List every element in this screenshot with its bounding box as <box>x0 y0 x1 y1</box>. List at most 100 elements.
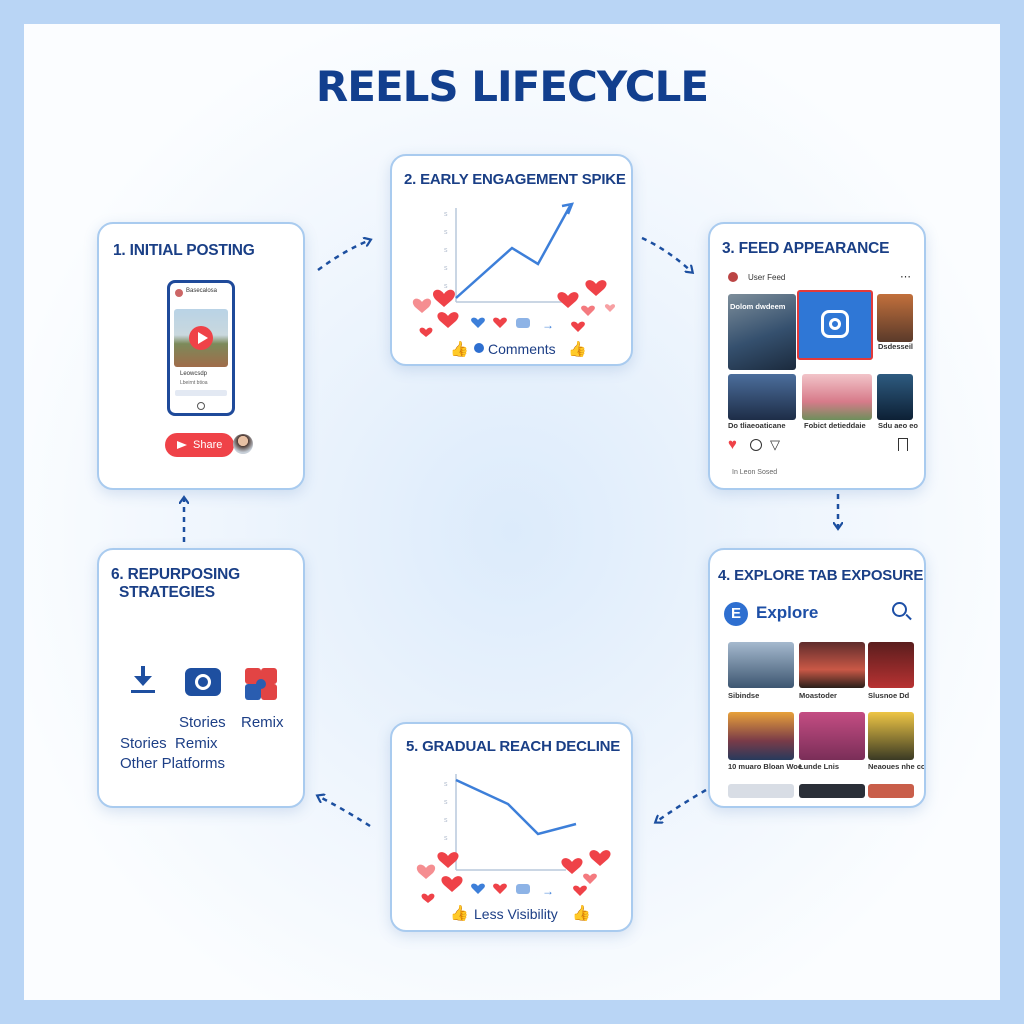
heart-icon <box>419 327 433 337</box>
explore-label: Explore <box>756 603 819 622</box>
heart-icon <box>471 883 485 894</box>
camera-icon[interactable] <box>185 668 221 696</box>
bookmark-icon[interactable] <box>898 438 908 451</box>
stage-title-line2: STRATEGIES <box>119 584 215 601</box>
heart-icon <box>471 317 485 328</box>
comment-icon <box>474 343 484 353</box>
feed-thumb[interactable] <box>877 294 913 342</box>
avatar <box>728 272 738 282</box>
explore-thumb[interactable] <box>799 784 865 798</box>
search-icon[interactable] <box>892 602 907 617</box>
svg-text:s: s <box>444 781 448 788</box>
feed-caption: Sdu aeo eo <box>878 421 919 430</box>
arrow-5-to-6 <box>318 796 371 828</box>
feed-caption: Dsdesseil <box>878 342 914 351</box>
svg-text:s: s <box>444 265 448 272</box>
feed-thumb[interactable] <box>802 374 872 420</box>
camera-icon <box>821 310 849 338</box>
explore-caption: 10 muaro Bloan Woe <box>728 762 803 771</box>
heart-icon <box>571 321 585 332</box>
more-icon[interactable]: ⋯ <box>900 271 911 283</box>
stage-title: 3. FEED APPEARANCE <box>722 240 890 257</box>
less-visibility-label: Less Visibility <box>474 906 558 922</box>
explore-thumb[interactable] <box>868 712 914 760</box>
heart-icon <box>589 850 611 866</box>
share-icon: → <box>542 318 554 332</box>
explore-thumb[interactable] <box>868 642 914 688</box>
reaction-row: → <box>471 883 554 898</box>
heart-icon <box>437 312 459 328</box>
heart-icon <box>412 298 432 313</box>
heart-icon <box>573 885 587 896</box>
home-indicator <box>197 402 205 410</box>
stage-explore-tab: 4. EXPLORE TAB EXPOSURE E Explore Sibind… <box>708 548 926 808</box>
heart-icon <box>437 852 459 868</box>
svg-text:s: s <box>444 211 448 218</box>
explore-thumb[interactable] <box>728 712 794 760</box>
svg-text:s: s <box>444 283 448 290</box>
hearts-right <box>561 850 611 896</box>
explore-thumb[interactable] <box>728 784 794 798</box>
heart-icon <box>416 864 436 879</box>
arrow-4-to-5 <box>656 788 707 822</box>
explore-caption: Sibindse <box>728 691 760 700</box>
stage-title: 4. EXPLORE TAB EXPOSURE <box>718 567 924 584</box>
line-arrowhead <box>561 202 575 215</box>
reaction-row: → <box>471 317 554 332</box>
feed-thumb[interactable] <box>877 374 913 420</box>
heart-icon <box>441 876 463 892</box>
page-title: REELS LIFECYCLE <box>315 62 709 111</box>
share-button[interactable]: Share <box>165 433 235 457</box>
stage-feed-appearance: 3. FEED APPEARANCE User Feed ⋯ Dolom dwd… <box>708 222 926 490</box>
heart-icon[interactable]: ♥ <box>728 436 737 453</box>
stage-title: 2. EARLY ENGAGEMENT SPIKE <box>404 171 626 188</box>
comments-label: Comments <box>488 341 556 357</box>
phone-mockup: Basecalosa Leowcsdp Lbeirnt btioa <box>167 280 235 416</box>
heart-icon <box>493 317 507 328</box>
search-icon-handle <box>905 613 912 621</box>
arrow-2-to-3 <box>641 236 692 272</box>
explore-thumb[interactable] <box>728 642 794 688</box>
reach-line <box>455 778 577 836</box>
feed-thumb[interactable] <box>728 374 796 420</box>
camera-lens <box>829 318 841 330</box>
heart-icon <box>557 292 579 308</box>
avatar <box>175 289 183 297</box>
svg-text:s: s <box>444 835 448 842</box>
heart-icon <box>433 289 455 307</box>
thumbs-up-icon: 👍 <box>572 905 591 922</box>
svg-text:s: s <box>444 229 448 236</box>
feed-caption: Dolom dwdeem <box>730 302 786 311</box>
explore-caption: Slusnoe Dd <box>868 691 910 700</box>
remix-icon-label: Remix <box>241 714 284 731</box>
thumbs-up-icon: 👍 <box>450 341 469 358</box>
explore-thumb[interactable] <box>799 642 865 688</box>
strategies-line-2: Other Platforms <box>120 755 226 772</box>
thumbs-up-icon: 👍 <box>450 905 469 922</box>
phone-user: Basecalosa <box>186 288 218 294</box>
stage-title: 6. REPURPOSING <box>111 566 240 583</box>
comment-icon[interactable] <box>750 439 762 451</box>
svg-text:s: s <box>444 817 448 824</box>
explore-caption: Lunde Lnis <box>799 762 839 771</box>
puzzle-icon[interactable] <box>243 664 281 702</box>
heart-icon <box>585 280 607 296</box>
share-icon: → <box>542 884 554 898</box>
download-icon[interactable] <box>129 666 157 694</box>
share-label: Share <box>193 439 223 451</box>
engagement-line <box>455 205 572 299</box>
explore-thumb[interactable] <box>868 784 914 798</box>
feed-caption: Fobict detieddaie <box>804 421 866 430</box>
send-icon[interactable]: ▽ <box>770 437 780 452</box>
comment-icon <box>516 318 530 328</box>
feed-footer: In Leon Sosed <box>732 469 778 476</box>
explore-thumb[interactable] <box>799 712 865 760</box>
thumbs-up-icon: 👍 <box>568 341 587 358</box>
feed-thumb[interactable] <box>728 294 796 370</box>
phone-caption: Leowcsdp <box>180 371 208 377</box>
heart-icon <box>604 304 616 312</box>
